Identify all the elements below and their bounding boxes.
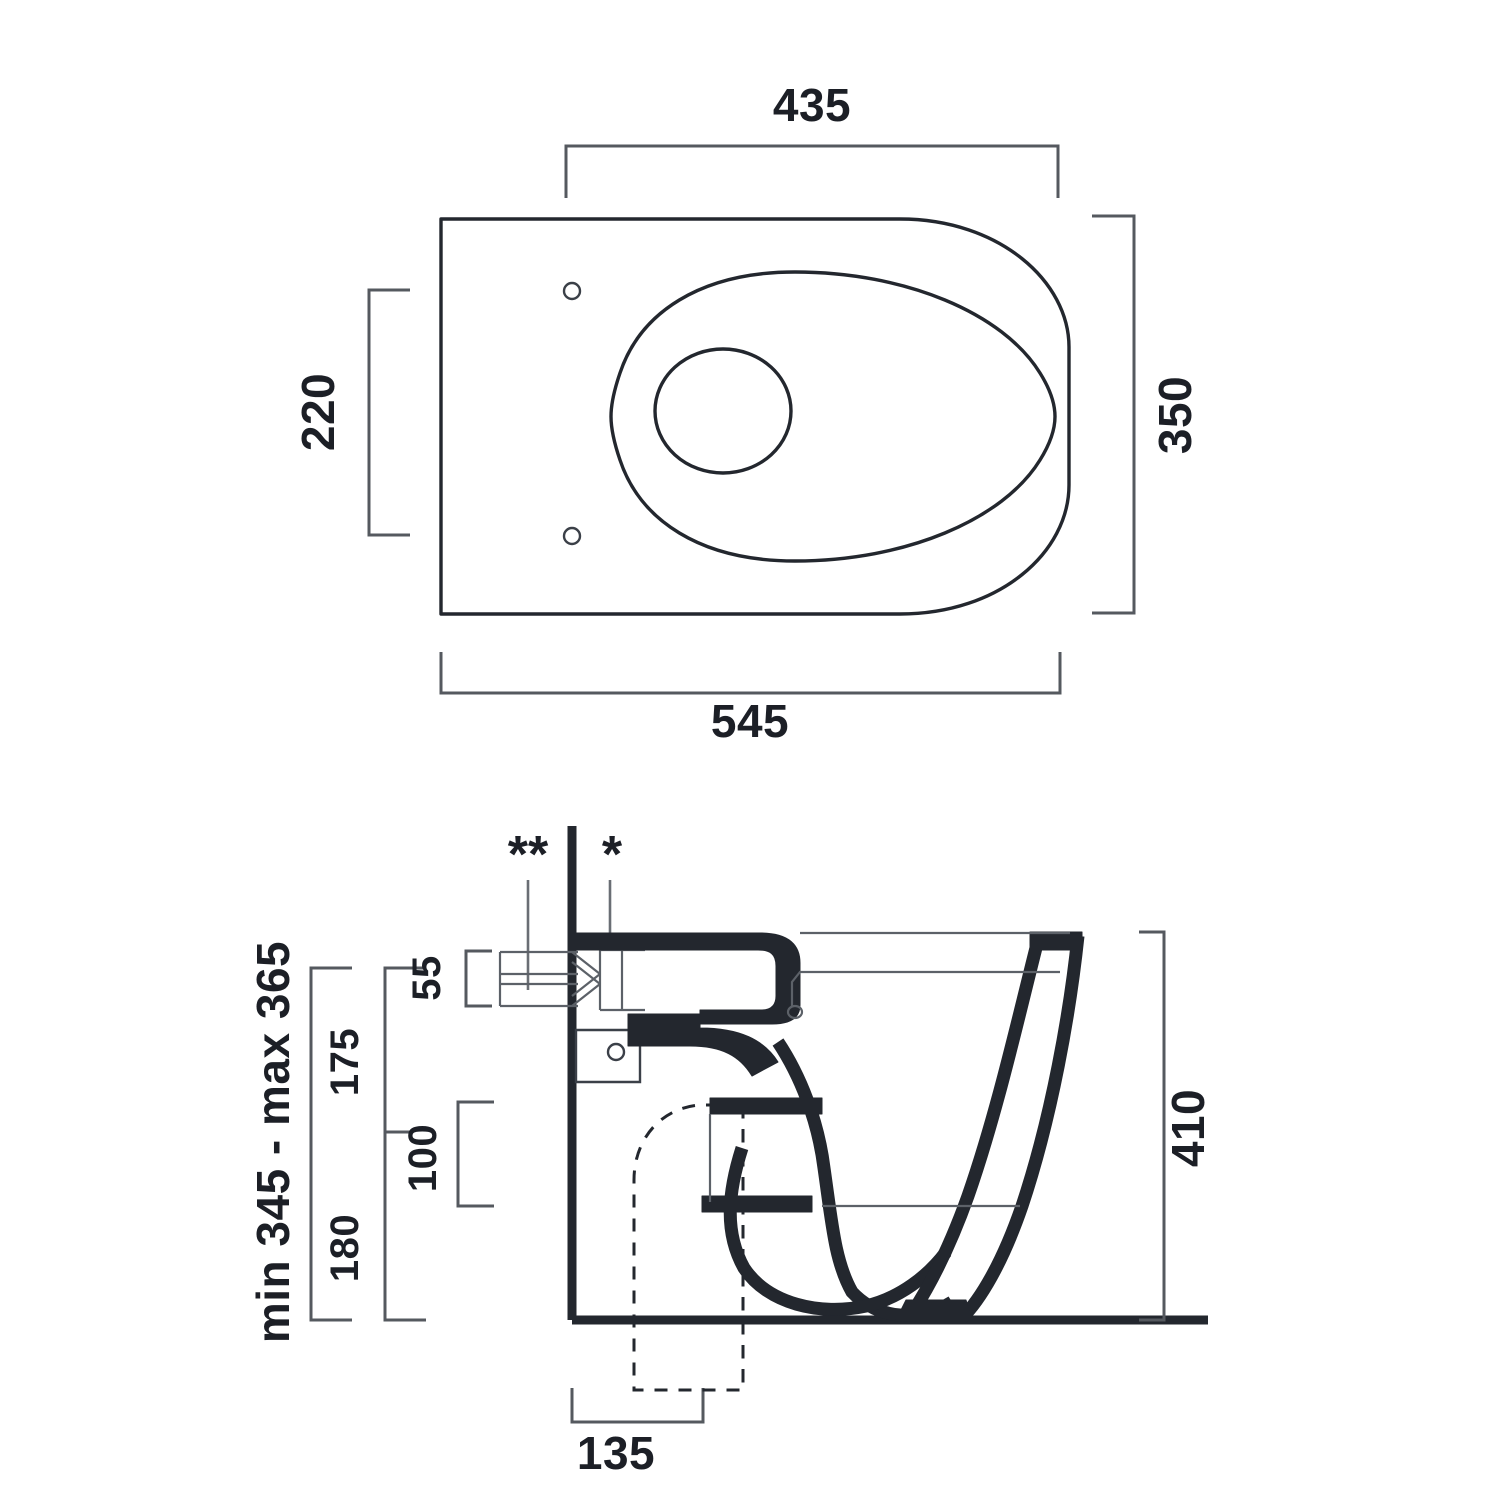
hidden-outlet-dashed [632,1103,745,1392]
fixing-bracket-detail [574,1028,642,1084]
dimension-label-220: 220 [292,373,344,451]
dimension-bracket-545 [439,652,1062,695]
dimension-label-135: 135 [577,1427,655,1479]
marker-single-asterisk: * [602,826,623,884]
side-view-group [309,826,1208,1424]
dimension-label-545: 545 [711,695,789,747]
flush-inlet-detail [498,948,645,1012]
bowl-opening-outline [653,347,793,475]
seat-hinge-callout [786,970,1060,1020]
dimension-label-55: 55 [405,955,449,1001]
dimension-label-435: 435 [773,79,851,131]
dimension-label-350: 350 [1149,376,1201,454]
section-reference-lines [708,931,1070,1208]
fixing-hole-upper [562,281,582,301]
dimension-label-175: 175 [323,1028,367,1096]
plan-view-group [367,144,1136,695]
dimension-bracket-135 [570,1388,705,1424]
marker-double-asterisk: ** [508,826,549,884]
dimension-bracket-220 [367,288,410,537]
dimension-bracket-435 [564,144,1060,198]
dimension-label-180: 180 [323,1214,367,1282]
dimension-bracket-55 [464,949,492,1008]
seat-ring-outline [609,270,1057,563]
dimension-bracket-175 [383,966,426,1322]
dimension-bracket-410 [1139,930,1166,1322]
dimension-label-100: 100 [401,1124,445,1192]
dimension-bracket-350 [1092,214,1136,615]
dimension-label-fixing-range: min 345 - max 365 [247,941,299,1343]
pan-outline [439,217,1071,616]
fixing-hole-lower [562,526,582,546]
dimension-bracket-100 [456,1100,494,1208]
pan-section-profile [571,931,1085,1323]
dimension-bracket-fixing-range [309,966,352,1322]
dimension-label-410: 410 [1162,1089,1214,1167]
